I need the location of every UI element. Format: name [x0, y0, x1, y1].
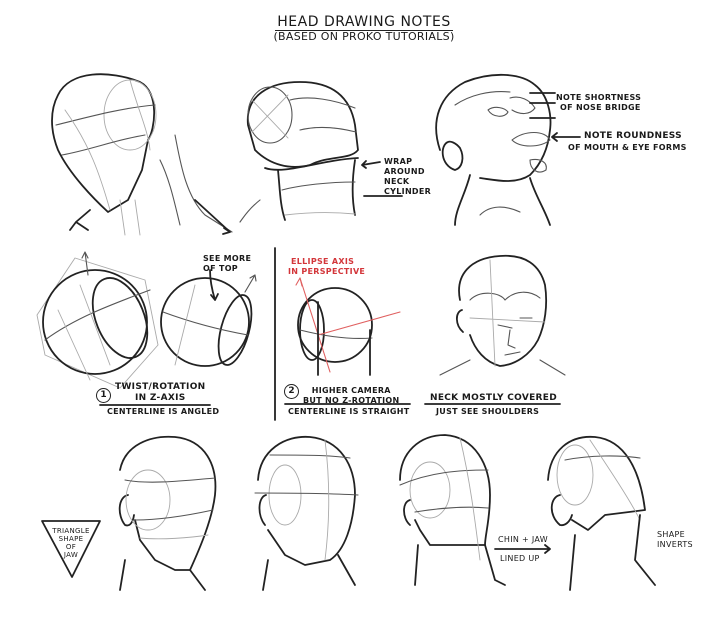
- neck-covered-heading: NECK MOSTLY COVERED: [430, 393, 557, 403]
- neck-covered-detail: JUST SEE SHOULDERS: [436, 407, 540, 416]
- sketch-head-back-three-quarter: [118, 435, 217, 591]
- sketch-sphere-top-view: [160, 269, 257, 367]
- wrap-neck-note: WRAP AROUND NECK CYLINDER: [384, 157, 432, 196]
- mouth-eye-forms-note: OF MOUTH & EYE FORMS: [568, 143, 687, 152]
- sketch-head-tilted-down: [51, 73, 233, 236]
- note1-detail: CENTERLINE IS ANGLED: [107, 407, 220, 416]
- note1-heading: TWIST/ROTATION IN Z-AXIS: [115, 382, 206, 403]
- note-number-2: 2: [284, 384, 299, 399]
- sketch-face-looking-up: [435, 73, 581, 226]
- note-number-1: 1: [96, 388, 111, 403]
- nose-bridge-note: NOTE SHORTNESS OF NOSE BRIDGE: [556, 93, 642, 112]
- sketch-head-shape-inverts: [547, 436, 656, 591]
- see-more-top-note: SEE MORE OF TOP: [203, 254, 252, 273]
- triangle-jaw-icon: [41, 520, 101, 578]
- mouth-roundness-note: NOTE ROUNDNESS: [584, 131, 682, 141]
- sketch-head-neck-cylinder: [239, 81, 403, 223]
- page-subtitle: (BASED ON PROKO TUTORIALS): [273, 30, 455, 43]
- shape-inverts-note: SHAPE INVERTS: [657, 530, 693, 549]
- note2-detail: CENTERLINE IS STRAIGHT: [288, 407, 410, 416]
- page-title: HEAD DRAWING NOTES: [275, 14, 453, 31]
- sketch-sphere-z-twist: [36, 251, 159, 389]
- chin-jaw-note-top: CHIN + JAW: [498, 535, 548, 544]
- sketch-sphere-ellipse-axis: [295, 277, 401, 376]
- sketch-male-head: [439, 254, 566, 376]
- chin-jaw-note-bottom: LINED UP: [500, 554, 540, 563]
- sketch-head-front-three-quarter: [254, 436, 359, 591]
- note2-heading: HIGHER CAMERA BUT NO Z-ROTATION: [303, 386, 400, 405]
- sketch-head-chin-jaw-aligned: [399, 434, 551, 586]
- ellipse-axis-note: ELLIPSE AXIS IN PERSPECTIVE: [288, 257, 366, 276]
- triangle-jaw-note: TRIANGLE SHAPE OF JAW: [52, 527, 90, 559]
